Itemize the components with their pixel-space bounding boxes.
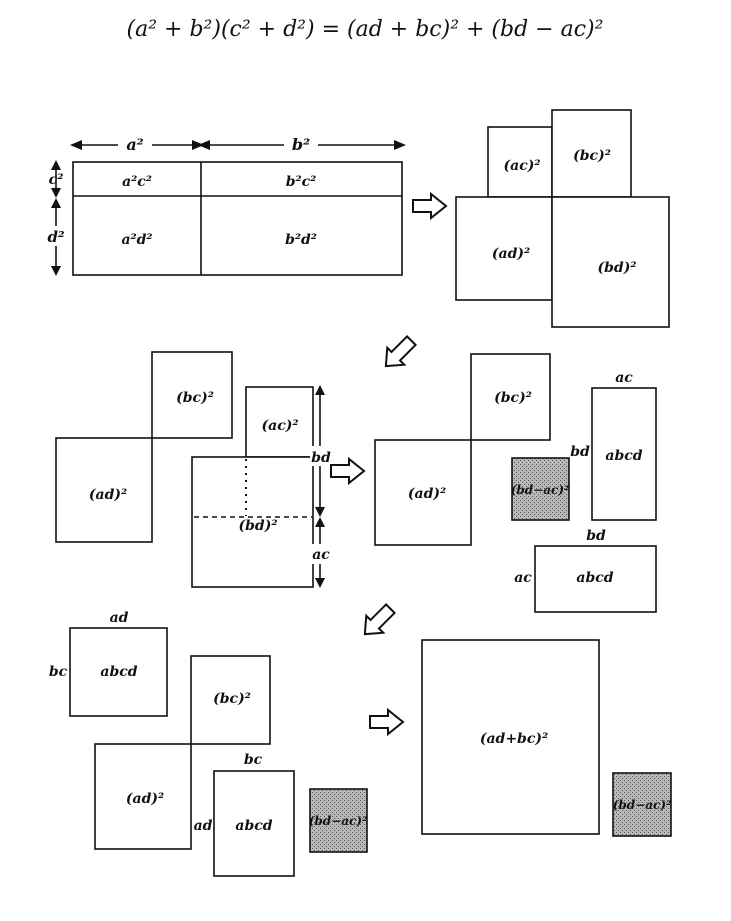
- square-ad: [455, 196, 553, 301]
- label-ad-sq-3l: (ad)²: [89, 487, 127, 503]
- label-rect-side-4l: bc: [49, 664, 68, 680]
- square-bd: [551, 196, 670, 328]
- label-b2-width: b²: [292, 135, 310, 154]
- square-ac-3l: [245, 386, 314, 458]
- square-ad-3l: [55, 437, 153, 543]
- square-bc-3r: [470, 353, 551, 441]
- rect-abcd-1: [591, 387, 657, 521]
- label-bc-sq-3l: (bc)²: [176, 390, 214, 406]
- arrow-right-icon: [330, 456, 366, 486]
- label-rect2-top: bd: [586, 528, 606, 544]
- label-bc-sq-3r: (bc)²: [494, 390, 532, 406]
- square-bc: [551, 109, 632, 198]
- label-bd-sq: (bd)²: [598, 260, 637, 276]
- label-ad-sq-4l: (ad)²: [126, 791, 164, 807]
- square-ad-4l: [94, 743, 192, 850]
- label-rect2-side: ac: [514, 570, 532, 586]
- square-ad-3r: [374, 439, 472, 546]
- arrow-right-icon: [369, 707, 405, 737]
- step2-squares: [455, 109, 670, 328]
- arrow-down-left-icon: [384, 335, 417, 368]
- label-rect-abcd-4l: abcd: [100, 664, 137, 680]
- arrow-down-left-icon: [363, 603, 396, 636]
- step3-right-shapes: [374, 353, 657, 613]
- label-rect1-side: bd: [570, 444, 590, 460]
- cell-a2d2: a²d²: [121, 232, 152, 248]
- square-diff-4l: [309, 788, 368, 853]
- step4-left-shapes: [69, 627, 368, 877]
- label-rect1-top: ac: [615, 370, 633, 386]
- cell-a2c2: a²c²: [122, 174, 152, 190]
- label-ac-sq: (ac)²: [504, 158, 541, 174]
- rect-abcd-2: [534, 545, 657, 613]
- label-ad-sq: (ad)²: [492, 246, 530, 262]
- cell-b2d2: b²d²: [285, 232, 317, 248]
- label-dim-ac: ac: [312, 547, 330, 563]
- label-rect2-top-4l: bc: [244, 752, 263, 768]
- label-sum-sq: (ad+bc)²: [480, 731, 548, 747]
- arrow-right-icon: [412, 191, 448, 221]
- label-diff-sq-4r: (bd−ac)²: [613, 798, 672, 812]
- label-ad-sq-3r: (ad)²: [408, 486, 446, 502]
- equation-title: (a² + b²)(c² + d²) = (ad + bc)² + (bd − …: [127, 17, 604, 42]
- label-a2-width: a²: [126, 135, 143, 154]
- step1-rectangle: [72, 161, 403, 276]
- square-diff-3r: [511, 457, 570, 521]
- label-rect2-abcd: abcd: [576, 570, 613, 586]
- label-rect2-side-4l: ad: [194, 818, 213, 834]
- label-bd-sq-3l: (bd)²: [239, 518, 278, 534]
- rect-abcd-4b: [213, 770, 295, 877]
- step4-right-shapes: [421, 639, 672, 837]
- cell-b2c2: b²c²: [286, 174, 317, 190]
- label-d2-height: d²: [47, 228, 64, 246]
- square-bc-4l: [190, 655, 271, 745]
- label-diff-sq-4l: (bd−ac)²: [309, 814, 368, 828]
- label-bc-sq: (bc)²: [573, 148, 611, 164]
- label-rect-top-4l: ad: [110, 610, 129, 626]
- label-rect1-abcd: abcd: [605, 448, 642, 464]
- label-dim-bd: bd: [311, 450, 331, 466]
- square-bc-3l: [151, 351, 233, 439]
- label-diff-sq-3r: (bd−ac)²: [511, 483, 570, 497]
- dimension-arrow-c2: [51, 160, 61, 198]
- square-ac: [487, 126, 553, 198]
- label-ac-sq-3l: (ac)²: [262, 418, 299, 434]
- label-c2-height: c²: [49, 172, 64, 188]
- step3-left-squares: [55, 351, 314, 588]
- square-bd-3l: [191, 456, 314, 588]
- square-sum-4r: [421, 639, 600, 835]
- label-rect2-abcd-4l: abcd: [235, 818, 272, 834]
- label-bc-sq-4l: (bc)²: [213, 691, 251, 707]
- rect-abcd-4a: [69, 627, 168, 717]
- square-diff-4r: [612, 772, 672, 837]
